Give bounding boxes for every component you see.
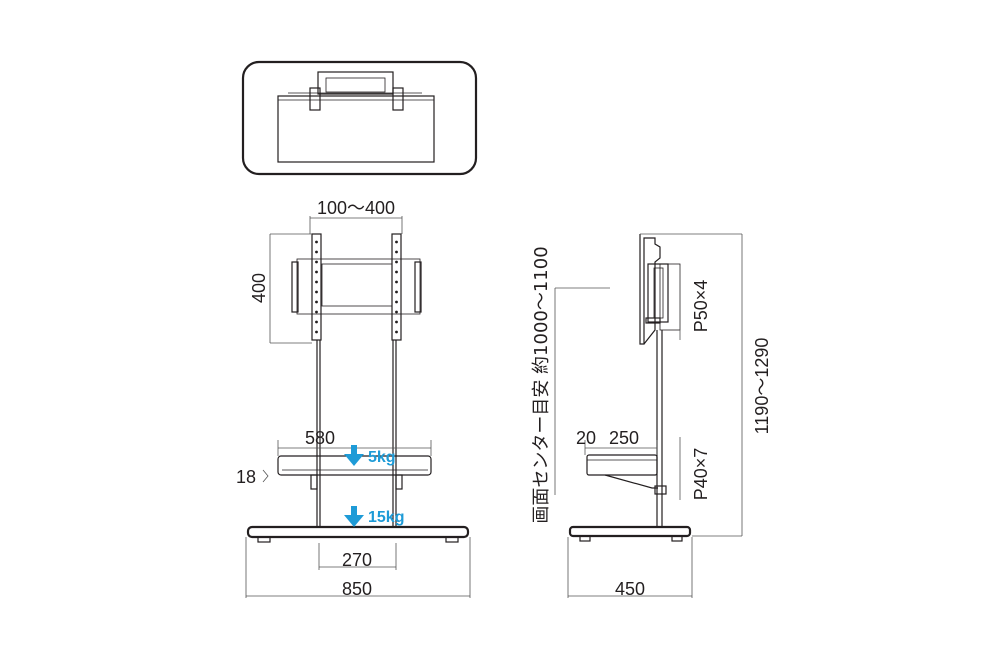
bracket-pitch-label: P50×4 [691,280,711,333]
arrow-down-icon [344,506,364,527]
screen-center-label: 画面センター目安 約1000〜1100 [531,246,552,523]
front-view [246,233,470,543]
side-view [568,234,692,542]
pole-spacing-label: 270 [342,550,372,570]
shelf-load-label: 5kg [368,449,396,466]
total-height-label: 1190〜1290 [752,338,772,435]
shelf-gap-label: 20 [576,428,596,448]
shelf-pitch-label: P40×7 [691,448,711,501]
base-load-label: 15kg [368,509,404,526]
arrow-down-icon [344,445,364,466]
vesa-height-label: 400 [249,273,269,303]
shelf-width-label: 580 [305,428,335,448]
shelf-thickness-label: 18 [236,467,256,487]
front-dimensions [245,216,471,598]
top-view [241,60,478,176]
side-dimensions [554,233,743,598]
shelf-depth-label: 250 [609,428,639,448]
base-depth-label: 450 [615,579,645,599]
vesa-width-label: 100〜400 [317,198,395,218]
base-width-label: 850 [342,579,372,599]
